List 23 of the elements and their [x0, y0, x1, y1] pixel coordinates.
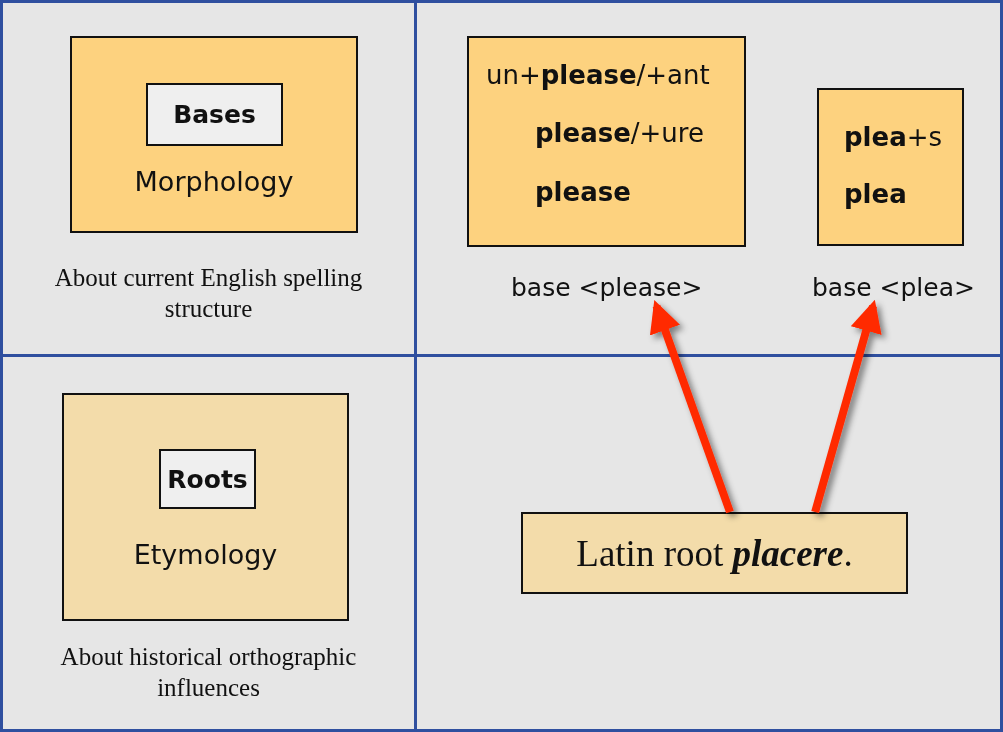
- base-label: base <please>: [511, 273, 703, 302]
- word-text: please/+ure: [535, 118, 704, 148]
- panel: [414, 0, 1003, 357]
- root-box: Latin root placere.: [521, 512, 908, 594]
- word-text: please: [535, 177, 631, 207]
- caption-text: About current English spelling structure: [53, 263, 364, 324]
- label-box: Bases: [146, 83, 283, 146]
- panel: [0, 0, 417, 357]
- word-text: un+please/+ant: [486, 60, 710, 90]
- word-text: plea: [844, 179, 907, 209]
- word-text: plea+s: [844, 122, 943, 152]
- concept-box: [70, 36, 358, 233]
- panel: [0, 354, 417, 732]
- concept-box: [62, 393, 349, 621]
- caption-text: About historical orthographic influences: [59, 642, 358, 703]
- panel: [414, 354, 1003, 732]
- label-box: Roots: [159, 449, 256, 509]
- box-title: Etymology: [132, 539, 279, 570]
- box-title: Morphology: [133, 166, 295, 197]
- arrow: [811, 299, 882, 514]
- word-box: [467, 36, 746, 247]
- base-label: base <plea>: [812, 273, 975, 302]
- word-box: [817, 88, 964, 246]
